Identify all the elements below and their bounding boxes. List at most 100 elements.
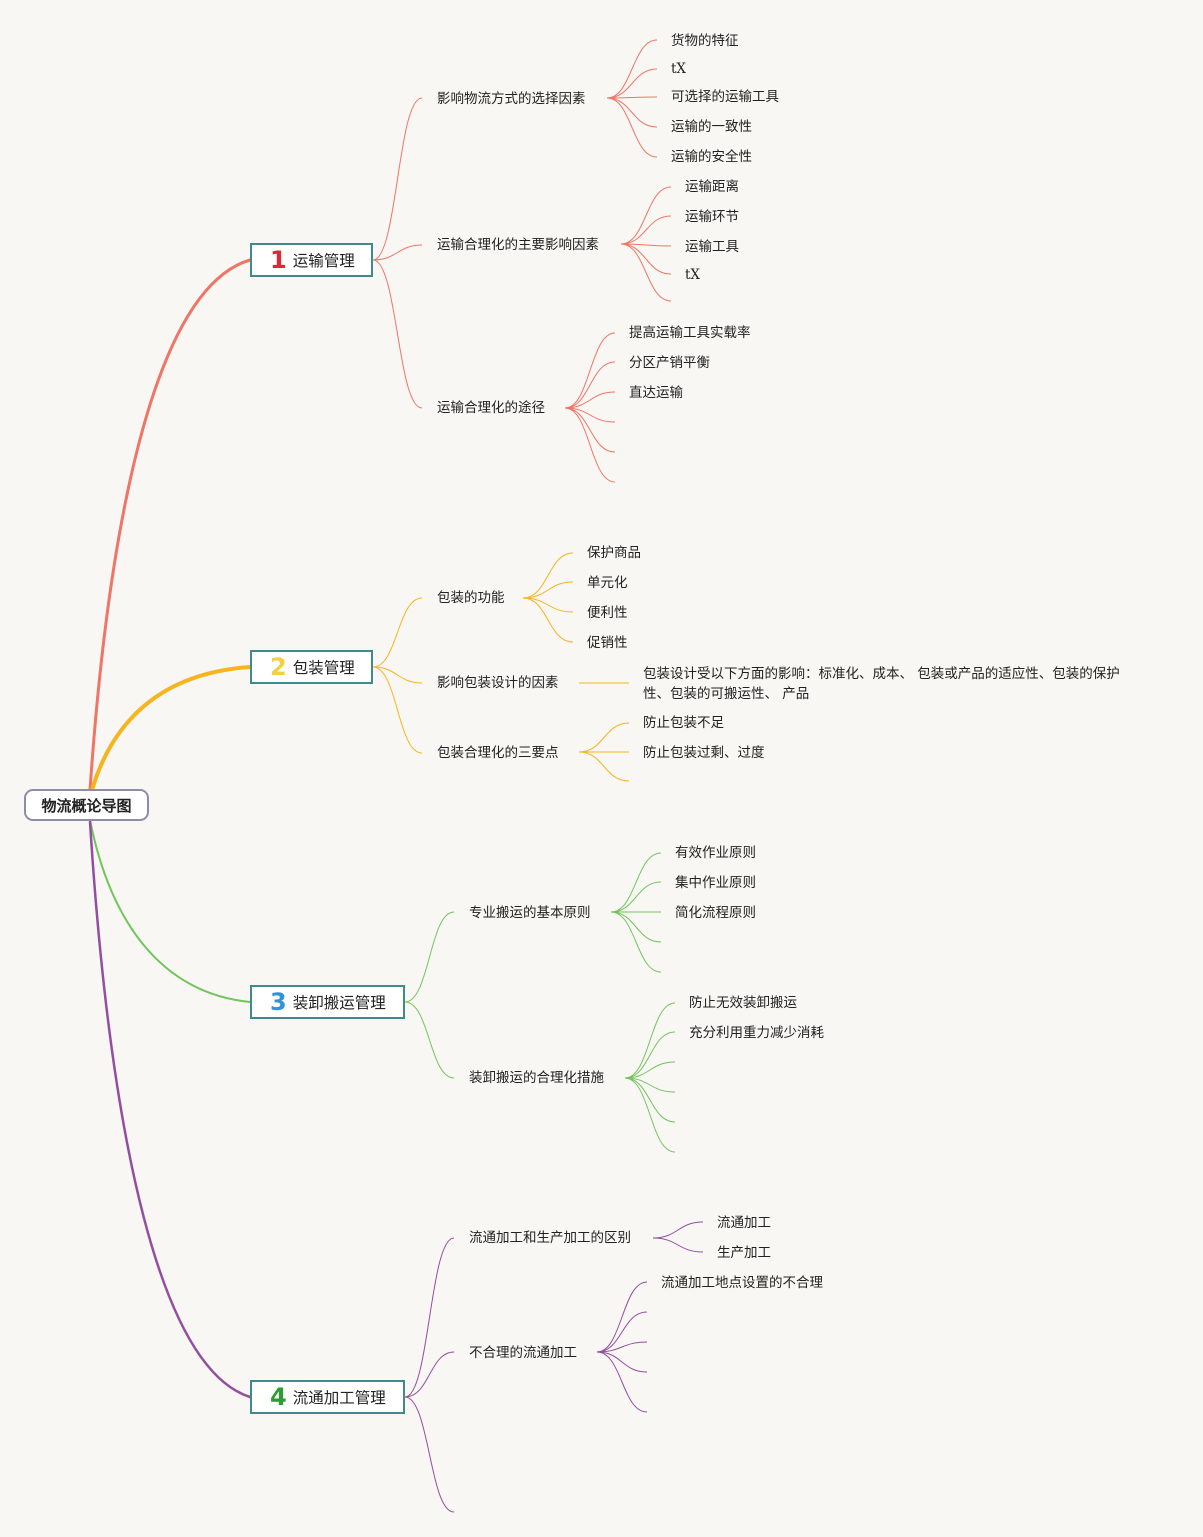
leaf-design-factors-text[interactable]: 包装设计受以下方面的影响：标准化、成本、 包装或产品的适应性、包装的保护性、包装… <box>643 666 1120 702</box>
link-b1-t2-leaf <box>620 186 672 245</box>
link-b4-t1-leaf <box>652 1237 704 1253</box>
leaf-links[interactable]: 运输环节 <box>685 209 739 225</box>
link-root-branch4 <box>88 820 252 1399</box>
number-3-icon: 3 <box>270 988 287 1016</box>
link-b1-t1-leaf <box>606 97 658 158</box>
leaf-protect-goods[interactable]: 保护商品 <box>587 545 641 561</box>
leaf-regional-balance[interactable]: 分区产销平衡 <box>629 355 710 371</box>
leaf-prevent-excess[interactable]: 防止包装过剩、过度 <box>643 745 765 761</box>
leaf-prevent-insufficient[interactable]: 防止包装不足 <box>643 715 724 731</box>
link-b2-t1-leaf <box>522 552 574 599</box>
leaf-vehicles[interactable]: 运输工具 <box>685 239 739 255</box>
link-b1-topic <box>372 97 423 261</box>
topic-unreasonable-processing[interactable]: 不合理的流通加工 <box>469 1345 577 1361</box>
leaf-unreasonable-location[interactable]: 流通加工地点设置的不合理 <box>661 1275 823 1291</box>
link-b2-t3-leaf <box>578 751 630 782</box>
leaf-distance[interactable]: 运输距离 <box>685 179 739 195</box>
link-b3-t2-leaf <box>624 1061 676 1079</box>
link-b1-topic <box>372 259 423 409</box>
link-b3-t2-leaf <box>624 1002 676 1079</box>
link-b1-t1-leaf <box>606 96 658 99</box>
link-b3-t1-leaf <box>610 852 662 913</box>
link-b1-t3-leaf <box>564 391 616 409</box>
branch-node-processing[interactable]: 4 流通加工管理 <box>250 1380 405 1414</box>
leaf-convenience[interactable]: 便利性 <box>587 605 628 621</box>
leaf-direct-transport[interactable]: 直达运输 <box>629 385 683 401</box>
leaf-tx[interactable]: tX <box>671 61 687 77</box>
leaf-unitization[interactable]: 单元化 <box>587 575 628 591</box>
leaf-use-gravity[interactable]: 充分利用重力减少消耗 <box>689 1025 824 1041</box>
branch-label: 包装管理 <box>292 659 355 677</box>
link-b1-t1-leaf <box>606 39 658 99</box>
link-b1-t3-leaf <box>564 407 616 483</box>
branch-node-packaging[interactable]: 2 包装管理 <box>250 650 373 684</box>
leaf-production-processing[interactable]: 生产加工 <box>717 1245 771 1261</box>
root-node[interactable]: 物流概论导图 <box>24 789 149 821</box>
link-b4-topic <box>404 1237 455 1398</box>
topic-handling-measures[interactable]: 装卸搬运的合理化措施 <box>469 1070 604 1086</box>
link-b4-t2-leaf <box>596 1351 648 1413</box>
link-b2-t1-leaf <box>522 581 574 599</box>
leaf-cargo-features[interactable]: 货物的特征 <box>671 33 739 49</box>
topic-processing-difference[interactable]: 流通加工和生产加工的区别 <box>469 1230 631 1246</box>
link-b1-topic <box>372 244 423 261</box>
link-b4-t2-leaf <box>596 1311 648 1353</box>
link-b2-topic <box>372 666 423 754</box>
leaf-transport-consistency[interactable]: 运输的一致性 <box>671 119 752 135</box>
link-b1-t2-leaf <box>620 243 672 302</box>
topic-handling-principles[interactable]: 专业搬运的基本原则 <box>469 905 591 921</box>
link-b2-topic <box>372 666 423 684</box>
link-b4-topic <box>404 1396 455 1513</box>
link-b1-t3-leaf <box>564 332 616 409</box>
branch-node-transport[interactable]: 1 运输管理 <box>250 243 373 277</box>
link-b3-t1-leaf <box>610 911 662 973</box>
leaf-load-rate[interactable]: 提高运输工具实载率 <box>629 325 751 341</box>
branch-node-handling[interactable]: 3 装卸搬运管理 <box>250 985 405 1019</box>
topic-rationalization-factors[interactable]: 运输合理化的主要影响因素 <box>437 237 599 253</box>
link-b1-t2-leaf <box>620 215 672 245</box>
link-b4-t2-leaf <box>596 1281 648 1353</box>
link-b3-t1-leaf <box>610 881 662 913</box>
topic-rationalization-ways[interactable]: 运输合理化的途径 <box>437 400 545 416</box>
topic-transport-selection-factors[interactable]: 影响物流方式的选择因素 <box>437 91 586 107</box>
leaf-effective-operation[interactable]: 有效作业原则 <box>675 845 756 861</box>
leaf-distribution-processing[interactable]: 流通加工 <box>717 1215 771 1231</box>
leaf-prevent-ineffective[interactable]: 防止无效装卸搬运 <box>689 995 797 1011</box>
link-b4-t2-leaf <box>596 1341 648 1353</box>
link-root-branch3 <box>89 819 251 1003</box>
number-2-icon: 2 <box>270 653 287 681</box>
leaf-centralized-operation[interactable]: 集中作业原则 <box>675 875 756 891</box>
link-b2-t3-leaf <box>578 722 630 753</box>
link-b3-t2-leaf <box>624 1077 676 1123</box>
link-b1-t1-leaf <box>606 68 658 99</box>
leaf-promotion[interactable]: 促销性 <box>587 635 628 651</box>
link-b1-t2-leaf <box>620 243 672 275</box>
link-b2-t1-leaf <box>522 597 574 643</box>
link-b4-t1-leaf <box>652 1221 704 1239</box>
link-b3-t2-leaf <box>624 1031 676 1079</box>
link-b3-t1-leaf <box>610 911 662 943</box>
branch-label: 流通加工管理 <box>292 1389 386 1407</box>
link-b4-topic <box>404 1351 455 1398</box>
branch-label: 运输管理 <box>292 252 355 270</box>
link-b3-t2-leaf <box>624 1077 676 1153</box>
topic-packaging-three-points[interactable]: 包装合理化的三要点 <box>437 745 559 761</box>
leaf-tx-2[interactable]: tX <box>685 267 701 283</box>
link-b1-t3-leaf <box>564 407 616 453</box>
topic-packaging-design-factors[interactable]: 影响包装设计的因素 <box>437 675 559 691</box>
link-b3-topic <box>404 911 455 1003</box>
number-4-icon: 4 <box>270 1383 287 1411</box>
link-root-branch2 <box>90 665 252 792</box>
link-root-branch1 <box>88 258 252 792</box>
branch-label: 装卸搬运管理 <box>292 994 386 1012</box>
leaf-simplified-process[interactable]: 简化流程原则 <box>675 905 756 921</box>
link-b3-topic <box>404 1001 455 1079</box>
leaf-transport-safety[interactable]: 运输的安全性 <box>671 149 752 165</box>
topic-packaging-functions[interactable]: 包装的功能 <box>437 590 505 606</box>
leaf-selectable-vehicles[interactable]: 可选择的运输工具 <box>671 89 779 105</box>
link-b2-topic <box>372 597 423 668</box>
link-b2-t1-leaf <box>522 597 574 613</box>
link-b1-t1-leaf <box>606 97 658 128</box>
